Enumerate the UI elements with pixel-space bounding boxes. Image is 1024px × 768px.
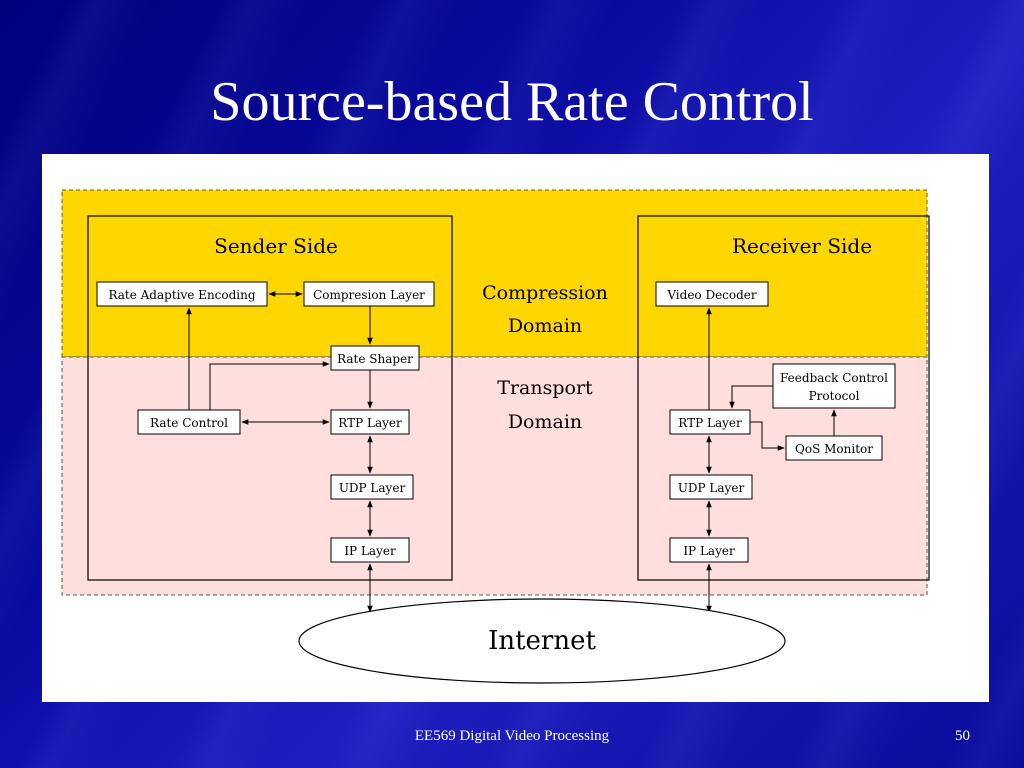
compression-layer-label: Compresion Layer [313, 288, 425, 302]
slide-footer: EE569 Digital Video Processing [414, 728, 610, 744]
sender-ip-layer-box [330, 537, 410, 563]
receiver-udp-layer-box [669, 474, 753, 500]
rate-shaper-label: Rate Shaper [337, 352, 413, 366]
qos-monitor-box [785, 435, 883, 461]
receiver-ip-layer-box [669, 537, 749, 563]
rate-control-diagram: Sender Side Receiver Side Compression Do… [61, 189, 930, 684]
receiver-side-frame [637, 215, 930, 581]
sender-rtp-layer-label: RTP Layer [338, 416, 402, 430]
rate-control-label: Rate Control [150, 416, 228, 430]
internet-cloud [298, 598, 786, 684]
receiver-rtp-layer-label: RTP Layer [678, 416, 742, 430]
compression-layer-box [303, 281, 435, 307]
sender-side-title: Sender Side [214, 234, 338, 258]
rate-shaper-box [330, 345, 420, 371]
transport-domain-label-1: Transport [497, 377, 593, 399]
sender-side-frame [87, 215, 453, 581]
slide-title: Source-based Rate Control [210, 71, 814, 133]
receiver-side-title: Receiver Side [732, 234, 872, 258]
sender-udp-layer-label: UDP Layer [339, 481, 406, 495]
sender-ip-layer-label: IP Layer [344, 544, 396, 558]
compression-domain-label-2: Domain [508, 315, 582, 337]
receiver-ip-layer-label: IP Layer [683, 544, 735, 558]
feedback-rtp-arrow [729, 385, 773, 409]
feedback-control-label-1: Feedback Control [780, 371, 888, 385]
rate-adaptive-encoding-label: Rate Adaptive Encoding [108, 288, 255, 302]
internet-label: Internet [488, 626, 596, 656]
transport-domain-label-2: Domain [508, 411, 582, 433]
video-decoder-label: Video Decoder [666, 288, 757, 302]
video-decoder-box [655, 281, 769, 307]
qos-monitor-label: QoS Monitor [795, 442, 873, 456]
receiver-udp-layer-label: UDP Layer [678, 481, 745, 495]
rate-adaptive-encoding-box [96, 281, 268, 307]
compression-domain-label-1: Compression [482, 282, 608, 304]
control-shaper-arrow [209, 361, 330, 410]
rate-control-box [137, 409, 241, 435]
sender-udp-layer-box [330, 474, 414, 500]
diagram-panel: Sender Side Receiver Side Compression Do… [42, 154, 989, 702]
page-number: 50 [955, 728, 970, 744]
feedback-control-label-2: Protocol [809, 389, 860, 403]
sender-rtp-layer-box [330, 409, 410, 435]
compression-domain-region [61, 189, 928, 358]
rtp-qos-arrow [750, 421, 785, 451]
feedback-control-box [772, 363, 896, 409]
